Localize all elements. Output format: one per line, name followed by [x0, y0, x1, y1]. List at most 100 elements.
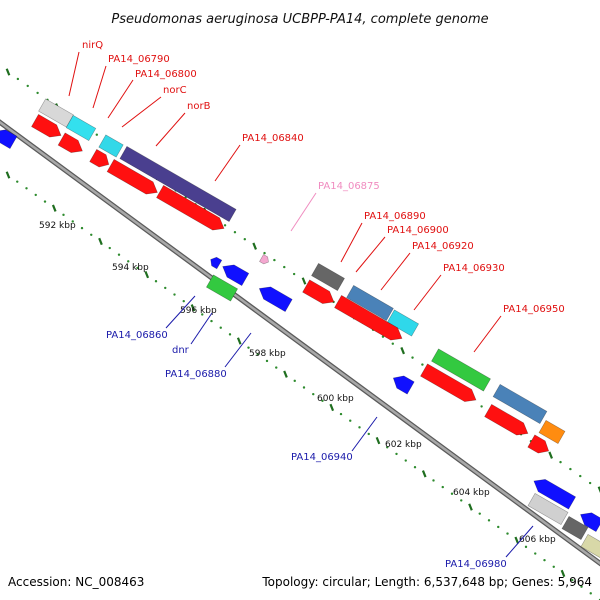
feature-blue-arrow: [580, 512, 600, 533]
lower-tick-dot: [182, 299, 185, 303]
ruler-label: 596 kbp: [180, 306, 217, 316]
leader-line: [224, 332, 252, 368]
lower-tick-dot: [552, 565, 555, 568]
feature-blue-arrow: [533, 479, 577, 510]
backbone-line-dark: [0, 119, 600, 567]
lower-tick-major: [283, 370, 288, 378]
lower-tick-dot: [173, 293, 176, 296]
feature-red-arrow: [420, 363, 477, 402]
lower-tick-dot: [395, 452, 398, 456]
feature-blue-arrow: [258, 286, 293, 313]
lower-tick-dot: [506, 532, 509, 535]
lower-tick-dot: [293, 379, 296, 383]
leader-line: [380, 252, 411, 291]
lower-tick-major: [236, 337, 242, 345]
upper-tick-dot: [243, 238, 246, 241]
lower-tick-dot: [404, 459, 407, 462]
upper-tick-dot: [411, 356, 414, 359]
lower-tick-major: [5, 171, 11, 179]
upper-tick-major: [400, 347, 405, 355]
gene-label-pa14-06880: PA14_06880: [165, 369, 227, 380]
upper-tick-major: [597, 486, 600, 493]
lower-tick-dot: [90, 233, 93, 236]
upper-tick-dot: [273, 258, 276, 262]
lower-tick-dot: [478, 512, 481, 515]
upper-tick-dot: [233, 231, 237, 234]
ruler-label: 600 kbp: [317, 394, 354, 404]
lower-tick-major: [560, 569, 566, 578]
upper-tick-dot: [95, 133, 99, 136]
lower-tick-dot: [367, 432, 370, 436]
lower-tick-dot: [571, 578, 574, 582]
lower-tick-dot: [43, 200, 47, 203]
lower-tick-major: [98, 237, 103, 246]
upper-tick-dot: [16, 77, 20, 81]
feature-cyan: [65, 114, 97, 142]
upper-tick-dot: [381, 335, 385, 338]
tick-track-bottom: [5, 171, 600, 600]
lower-tick-dot: [413, 465, 417, 469]
upper-tick-dot: [283, 265, 286, 269]
lower-tick-dot: [580, 585, 583, 588]
gene-label-dnr: dnr: [172, 345, 190, 356]
topology-text: Topology: circular; Length: 6,537,648 bp…: [261, 575, 592, 589]
feature-red-arrow: [89, 148, 110, 168]
lower-tick-dot: [219, 326, 222, 329]
map-title: Pseudomonas aeruginosa UCBPP-PA14, compl…: [111, 12, 488, 27]
leader-line: [473, 315, 502, 353]
lower-tick-dot: [127, 260, 130, 263]
gene-label-norb: norB: [187, 101, 211, 112]
lower-tick-dot: [312, 392, 315, 396]
feature-red-arrow: [156, 184, 225, 231]
ruler-label: 606 kbp: [519, 535, 556, 545]
feature-pink-arrow: [259, 254, 269, 265]
leader-line: [505, 525, 534, 558]
gene-label-pa14-06930: PA14_06930: [443, 263, 505, 274]
lower-tick-dot: [321, 399, 324, 402]
lower-tick-dot: [201, 313, 204, 316]
upper-tick-dot: [421, 363, 424, 366]
upper-tick-major: [548, 451, 553, 459]
feature-green: [431, 348, 491, 392]
accession-text: Accession: NC_008463: [8, 575, 144, 589]
feature-blue-arrow: [222, 264, 250, 287]
leader-line: [290, 192, 317, 232]
feature-purple: [119, 145, 237, 223]
upper-tick-dot: [26, 84, 29, 88]
feature-grey-dark: [311, 262, 345, 292]
lower-tick-dot: [275, 366, 278, 369]
feature-orange: [538, 419, 566, 445]
lower-tick-dot: [80, 226, 84, 230]
lower-tick-dot: [228, 333, 232, 336]
gene-label-pa14-06920: PA14_06920: [412, 241, 474, 252]
gene-label-pa14-06980: PA14_06980: [445, 559, 507, 570]
feature-red-arrow: [31, 113, 62, 138]
lower-tick-dot: [71, 220, 74, 223]
lower-tick-dot: [460, 499, 463, 502]
lower-tick-dot: [265, 359, 269, 363]
gene-label-pa14-06800: PA14_06800: [135, 69, 197, 80]
leader-line: [351, 416, 378, 452]
upper-tick-dot: [559, 460, 562, 464]
genome-backbone: [0, 119, 600, 567]
feature-blue-arrow: [392, 375, 415, 395]
lower-tick-dot: [34, 193, 37, 197]
lower-tick-dot: [497, 525, 500, 529]
upper-tick-dot: [36, 91, 39, 95]
ruler-label: 602 kbp: [385, 440, 422, 450]
feature-grey-dark: [561, 515, 589, 541]
feature-red-arrow: [302, 279, 335, 304]
gene-label-pa14-06950: PA14_06950: [503, 304, 565, 315]
gene-label-pa14-06790: PA14_06790: [108, 54, 170, 65]
feature-blue-arrow: [0, 129, 18, 150]
leader-line: [214, 144, 241, 182]
lower-tick-dot: [339, 412, 343, 416]
leader-line: [165, 295, 196, 329]
lower-tick-major: [190, 304, 196, 312]
feature-cyan: [386, 309, 420, 337]
leader-line: [190, 312, 213, 345]
feature-red-arrow: [106, 158, 158, 195]
upper-tick-dot: [588, 481, 592, 485]
lower-tick-dot: [108, 246, 111, 250]
lower-tick-dot: [136, 266, 139, 270]
